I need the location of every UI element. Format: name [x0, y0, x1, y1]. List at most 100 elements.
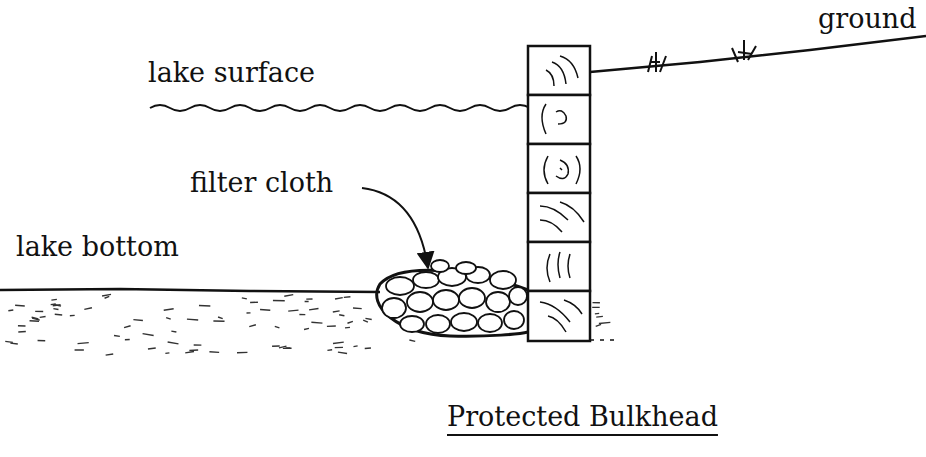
gravel-stroke: [164, 309, 174, 310]
gravel-stroke: [32, 317, 39, 319]
gravel-stroke: [18, 325, 26, 327]
ground-label: ground: [818, 4, 917, 34]
wood-grain: [546, 56, 578, 86]
wood-grain: [542, 104, 566, 134]
gravel-stroke: [249, 325, 256, 327]
rock: [433, 290, 459, 310]
gravel-stroke: [283, 348, 292, 350]
gravel-stroke: [38, 340, 46, 342]
water-label: lake surface: [148, 58, 315, 88]
gravel-stroke: [309, 309, 318, 310]
rock: [509, 287, 527, 305]
gravel-stroke: [339, 315, 344, 316]
gravel-stroke: [148, 348, 156, 349]
gravel-stroke: [171, 330, 176, 332]
lake-bottom-label: lake bottom: [16, 232, 179, 262]
rock: [400, 316, 424, 332]
gravel-stroke: [333, 342, 344, 343]
gravel-stroke: [213, 320, 224, 322]
gravel-stroke: [165, 352, 169, 354]
gravel-stroke: [306, 298, 312, 299]
rock: [459, 288, 485, 308]
gravel-stroke: [8, 309, 13, 311]
gravel-stroke: [35, 311, 43, 313]
gravel-stroke: [168, 342, 179, 344]
rock: [413, 272, 439, 288]
grass-tuft: [648, 52, 666, 72]
gravel-stroke: [365, 347, 371, 349]
gravel-stroke: [272, 345, 280, 347]
ground-line: [590, 36, 926, 72]
gravel-stroke: [344, 296, 351, 298]
rock-pile: [382, 260, 527, 333]
bulkhead-timber: [528, 193, 590, 242]
rock: [451, 313, 477, 331]
gravel-stroke: [285, 347, 290, 348]
gravel-stroke: [78, 342, 89, 344]
gravel-stroke: [102, 294, 111, 296]
wood-grain: [547, 252, 570, 282]
gravel-stroke: [247, 312, 251, 314]
gravel-stroke: [327, 349, 332, 351]
gravel-stroke: [595, 313, 599, 315]
gravel-stroke: [363, 320, 368, 322]
gravel-stroke: [353, 307, 362, 309]
rock: [407, 292, 433, 312]
gravel-stroke: [114, 335, 120, 337]
gravel-stroke: [275, 326, 280, 328]
gravel-stroke: [305, 301, 309, 302]
gravel-stroke: [30, 320, 39, 322]
rock: [431, 260, 449, 272]
wood-grain: [544, 156, 580, 184]
gravel-stroke: [194, 344, 202, 345]
gravel-stroke: [15, 305, 25, 307]
gravel-stroke: [124, 326, 131, 328]
gravel-stroke: [133, 319, 142, 321]
gravel-stroke: [51, 299, 56, 301]
gravel-stroke: [599, 322, 610, 323]
gravel-stroke: [593, 302, 600, 304]
caption: Protected Bulkhead: [447, 402, 718, 432]
gravel-stroke: [143, 334, 154, 336]
gravel-stroke: [299, 314, 305, 315]
gravel-stroke: [199, 305, 210, 307]
wood-grain: [540, 300, 582, 332]
gravel-stroke: [335, 298, 343, 299]
rock: [490, 271, 516, 289]
callout-label: filter cloth: [190, 168, 333, 198]
rock: [478, 314, 502, 332]
gravel-stroke: [105, 296, 110, 298]
rock: [382, 298, 406, 318]
lake-surface-line: [150, 105, 538, 111]
gravel-stroke: [273, 300, 285, 302]
rock: [386, 277, 414, 295]
grass-tuft: [732, 40, 756, 62]
gravel-stroke: [55, 314, 62, 316]
gravel-stroke: [51, 303, 56, 305]
gravel-stroke: [409, 340, 415, 341]
gravel-stroke: [335, 347, 343, 349]
wood-grain: [540, 202, 584, 232]
gravel-stroke: [592, 307, 600, 308]
gravel-stroke: [327, 325, 336, 327]
bulkhead-timber: [528, 144, 590, 193]
rock: [504, 311, 524, 329]
gravel-stroke: [125, 339, 130, 341]
gravel-stroke: [106, 354, 114, 355]
gravel-stroke: [53, 308, 58, 310]
gravel-stroke: [284, 295, 293, 297]
gravel-stroke: [187, 318, 198, 320]
gravel-stroke: [353, 345, 357, 347]
gravel-stroke: [10, 342, 17, 344]
gravel-stroke: [288, 309, 298, 311]
gravel-stroke: [218, 317, 223, 319]
leader-arrow: [362, 188, 428, 268]
wood-grain: [540, 56, 584, 332]
rock: [426, 315, 450, 333]
gravel-stroke: [18, 331, 26, 333]
gravel-stroke: [260, 309, 270, 311]
gravel-stroke: [304, 328, 309, 329]
bulkhead-timber: [528, 242, 590, 291]
gravel-stroke: [166, 318, 171, 320]
